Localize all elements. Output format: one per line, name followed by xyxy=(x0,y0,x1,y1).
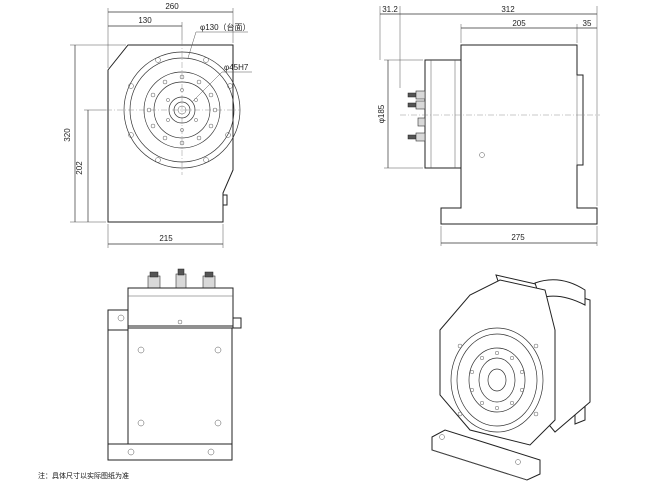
top-connectors xyxy=(147,268,216,289)
dim-height-total: 320 xyxy=(63,128,72,142)
dim-width-half: 130 xyxy=(138,16,152,25)
isometric-view xyxy=(431,274,591,481)
dim-bottom-width: 215 xyxy=(159,234,173,243)
dim-body: 205 xyxy=(512,19,526,28)
top-view xyxy=(107,268,242,461)
dim-total: 312 xyxy=(501,5,515,14)
dim-height-center: 202 xyxy=(75,161,84,175)
dim-width-total: 260 xyxy=(165,2,179,11)
dim-rear: 35 xyxy=(583,19,592,28)
dim-flange: 31.2 xyxy=(382,5,398,14)
dim-diameter: φ185 xyxy=(377,104,386,123)
callout-face: φ130（台面） xyxy=(200,22,251,32)
callout-bore: φ45H7 xyxy=(224,63,249,72)
front-view: 260 130 320 202 215 φ130（台面） φ45H7 xyxy=(63,2,252,248)
dim-base: 275 xyxy=(511,233,525,242)
iso-bolt-holes xyxy=(457,343,539,417)
side-connectors xyxy=(407,90,426,142)
footnote: 注：具体尺寸以实际图纸为准 xyxy=(38,471,129,480)
side-view: 31.2 312 205 35 φ185 275 xyxy=(377,5,600,246)
